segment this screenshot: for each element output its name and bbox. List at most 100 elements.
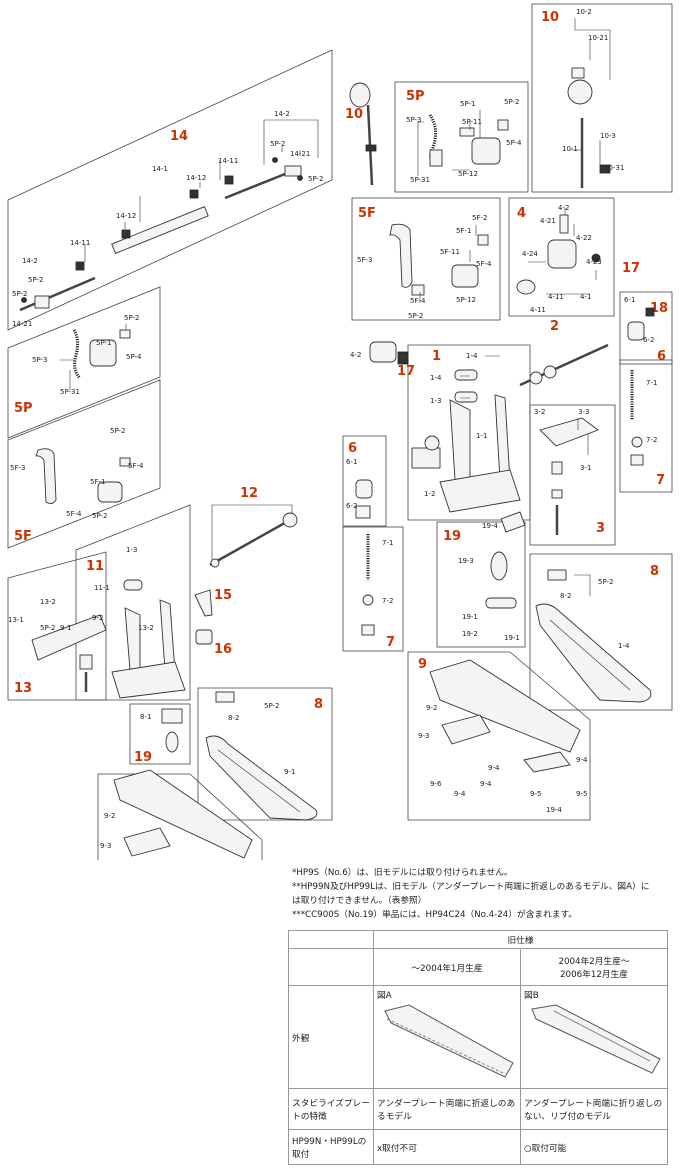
- part-label: 1-3: [430, 397, 441, 405]
- part-label: 7-1: [646, 379, 657, 387]
- section-label-9: 9: [418, 657, 427, 672]
- row-label-feature: スタビライズプレートの特徴: [288, 1088, 374, 1130]
- panel-6b: [342, 435, 387, 527]
- panel-19b: [129, 703, 191, 765]
- panel-8b: [197, 687, 333, 821]
- part-label: 5F-3: [357, 256, 372, 264]
- panel-4: [508, 197, 615, 317]
- part-label: 5P-12: [456, 296, 476, 304]
- part-label: 5P-2: [124, 314, 140, 322]
- part-label: 8-2: [560, 592, 571, 600]
- bearing-cap: [123, 579, 143, 591]
- section-label-17b: 17: [397, 364, 415, 379]
- panel-9: [407, 651, 591, 821]
- strap-plate: [459, 127, 475, 137]
- spring-arm: [539, 417, 599, 447]
- part-label: 14-21: [12, 320, 32, 328]
- part-label: 5F-11: [440, 248, 460, 256]
- part-label: 5F-1: [456, 227, 471, 235]
- part-label: 5P-31: [60, 388, 80, 396]
- panel-6: [619, 291, 673, 365]
- section-label-15: 15: [214, 588, 232, 603]
- spring-hook: [361, 624, 375, 636]
- strap-fitting: [411, 284, 425, 296]
- universal-joint-left: [34, 295, 50, 309]
- strap: [389, 223, 413, 288]
- screw: [591, 253, 601, 263]
- frame-post: [449, 399, 471, 491]
- clamp-bolt: [559, 214, 569, 234]
- part-label: 14-11: [70, 239, 90, 247]
- panel-3: [529, 404, 616, 546]
- part-label: 14-1: [152, 165, 168, 173]
- spring-nut: [362, 594, 374, 606]
- part-label: 9-4: [576, 756, 588, 764]
- pad: [645, 307, 655, 317]
- part-label: 5F-2: [472, 214, 487, 222]
- spur-knob: [490, 551, 508, 581]
- notes: *HP9S（No.6）は、旧モデルには取り付けられません。 **HP99N及びH…: [292, 866, 672, 922]
- section-label-10: 10: [345, 107, 363, 122]
- part-label: 9-4: [454, 790, 466, 798]
- clamp-part: [75, 261, 85, 271]
- part-label: 19-3: [458, 557, 474, 565]
- weight: [599, 164, 611, 174]
- section-label-13: 13: [14, 681, 32, 696]
- section-label-2: 2: [550, 319, 559, 334]
- part-label: 5P-2: [308, 175, 324, 183]
- heel-pad: [215, 691, 235, 703]
- frame-post: [159, 599, 176, 673]
- part-label: 5P-1: [460, 100, 476, 108]
- plate-bracket: [123, 827, 171, 857]
- part-label: 4-24: [522, 250, 538, 258]
- part-label: 9-5: [530, 790, 541, 798]
- panel-19: [436, 521, 526, 648]
- part-label: 5P-2: [12, 290, 28, 298]
- note-line: *HP9S（No.6）は、旧モデルには取り付けられません。: [292, 868, 513, 878]
- row-label-appearance: 外観: [288, 985, 374, 1089]
- part-label: 3-1: [580, 464, 591, 472]
- part-label: 14-12: [186, 174, 206, 182]
- part-label: 5P-12: [458, 170, 478, 178]
- part-label: 1-4: [466, 352, 478, 360]
- panel-11: [75, 504, 191, 701]
- chain: [72, 329, 82, 380]
- exploded-parts-diagram: 14 10 5P 10 5F 4 17 5P 1 2 18 6 17 3 7 6…: [7, 3, 673, 860]
- connecting-rod: [111, 206, 209, 254]
- hoop-saver: [355, 479, 373, 499]
- washer: [529, 371, 543, 385]
- part-label: 10-2: [576, 8, 592, 16]
- part-label: 5P-2: [598, 578, 614, 586]
- beater-cap: [571, 67, 585, 79]
- part-label: 10-3: [600, 132, 616, 140]
- end-cap: [282, 512, 298, 528]
- part-label: 13-1: [8, 616, 24, 624]
- beater-clamp: [365, 144, 377, 152]
- section-label-19b: 19: [134, 750, 152, 765]
- hoop-clamp: [547, 239, 577, 269]
- drum-key: [194, 589, 213, 617]
- section-label-19: 19: [443, 529, 461, 544]
- part-label: 5F-3: [10, 464, 25, 472]
- table-header: 旧仕様: [373, 930, 668, 949]
- section-label-12: 12: [240, 486, 258, 501]
- clamp-block: [195, 629, 213, 645]
- section-label-4: 4: [517, 206, 526, 221]
- mount-a: x取付不可: [373, 1129, 521, 1165]
- part-label: 14-21: [290, 150, 310, 158]
- spring-hook: [630, 454, 644, 466]
- part-label: 5P-2: [270, 140, 286, 148]
- section-label-8: 8: [650, 564, 659, 579]
- screw-part: [477, 234, 489, 246]
- part-label: 5P-3: [32, 356, 48, 364]
- pad: [161, 708, 183, 724]
- part-label: 7-2: [382, 597, 393, 605]
- plate-bracket: [523, 751, 571, 773]
- part-label: 5P-2: [110, 427, 126, 435]
- part-label: 9-2: [426, 704, 437, 712]
- sprocket-link: [429, 149, 443, 167]
- part-label: 11-1: [94, 584, 110, 592]
- part-label: 19-1: [504, 634, 520, 642]
- washer: [543, 365, 557, 379]
- universal-joint-right: [284, 165, 302, 177]
